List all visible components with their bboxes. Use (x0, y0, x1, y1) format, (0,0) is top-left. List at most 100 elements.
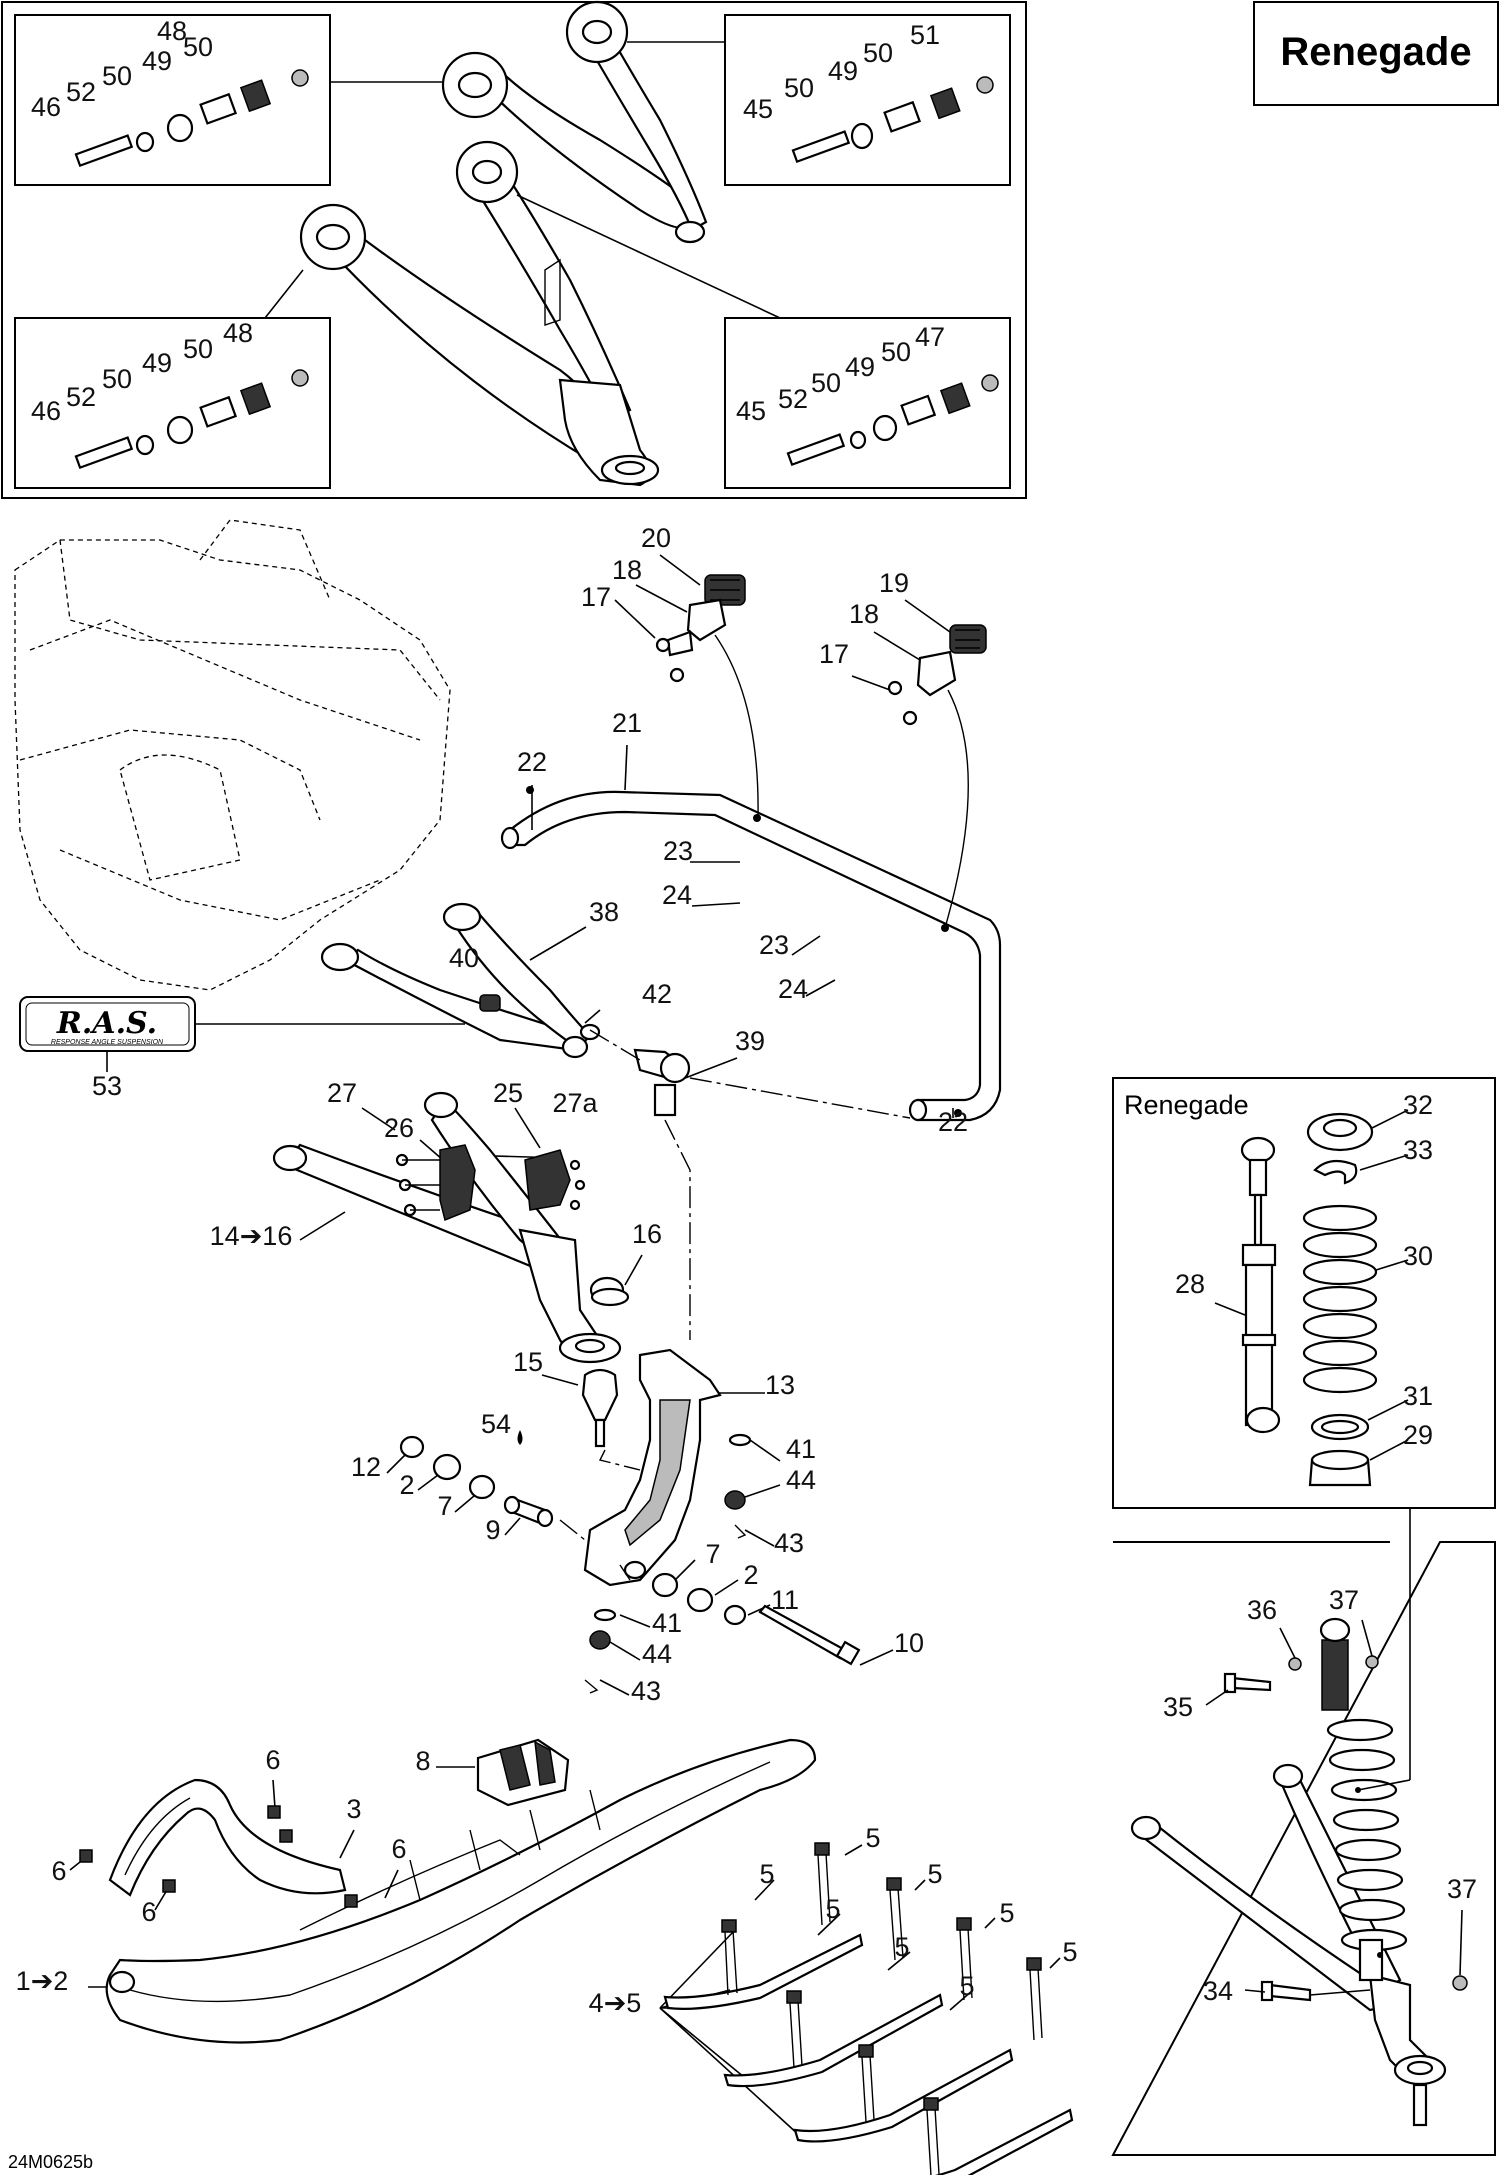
callout-c4: 4➔5 (589, 1988, 642, 2018)
ski-1 (105, 1738, 817, 2044)
callout-c18a: 18 (612, 555, 642, 585)
callout-c42: 42 (642, 979, 672, 1009)
ski-pivot-hardware-left (399, 1430, 554, 1528)
callout-c27: 27 (327, 1078, 357, 1108)
shock-installation-panel (1111, 1541, 1496, 2156)
callout-c44b: 44 (642, 1639, 672, 1669)
lower-a-arm-14-16 (272, 1091, 625, 1364)
callout-c18b: 18 (849, 599, 879, 629)
callout-c6b: 6 (391, 1834, 406, 1864)
callout-c23b: 23 (759, 930, 789, 960)
installed-spring (1326, 1718, 1408, 1952)
callout-c5g: 5 (1062, 1937, 1077, 1967)
callout-c47: 47 (915, 322, 945, 352)
bracket-25 (524, 1149, 586, 1211)
callout-c50g: 50 (881, 337, 911, 367)
callout-c43b: 43 (631, 1676, 661, 1706)
callout-c5c: 5 (927, 1859, 942, 1889)
callout-c5d: 5 (825, 1894, 840, 1924)
callout-c33: 33 (1403, 1135, 1433, 1165)
chassis-frame-outline (14, 519, 451, 991)
callout-c23a: 23 (663, 836, 693, 866)
drawing-code: 24M0625b (8, 2152, 93, 2172)
callout-c44a: 44 (786, 1465, 816, 1495)
coil-spring-30 (1302, 1204, 1378, 1394)
callout-c53: 53 (92, 1071, 122, 1101)
callout-c50a: 50 (183, 32, 213, 62)
callout-c39: 39 (735, 1026, 765, 1056)
bushing-stack-bottom-left (74, 369, 309, 470)
callout-c32: 32 (1403, 1090, 1433, 1120)
callout-c49d: 49 (845, 352, 875, 382)
spindle-13 (583, 1348, 722, 1587)
callout-c2a: 2 (399, 1470, 414, 1500)
callout-c29: 29 (1403, 1420, 1433, 1450)
callout-c45a: 45 (743, 94, 773, 124)
callout-c48a: 48 (157, 16, 187, 46)
callout-c28: 28 (1175, 1269, 1205, 1299)
callout-c1: 1➔2 (16, 1966, 69, 1996)
ras-logo: R.A.S. RESPONSE ANGLE SUSPENSION (19, 996, 196, 1052)
lubricant-drop-icon (517, 1430, 523, 1445)
ski-pivot-hardware-right (584, 1433, 861, 1694)
callout-c35: 35 (1163, 1692, 1193, 1722)
shock-fasteners (1205, 1619, 1468, 2002)
callout-c17a: 17 (581, 582, 611, 612)
callout-c26: 26 (384, 1113, 414, 1143)
callout-c50e: 50 (183, 334, 213, 364)
callout-c5a: 5 (865, 1823, 880, 1853)
callout-c15: 15 (513, 1347, 543, 1377)
callout-c37b: 37 (1447, 1874, 1477, 1904)
callout-c50b: 50 (102, 61, 132, 91)
callout-c41a: 41 (786, 1434, 816, 1464)
callout-c40: 40 (449, 943, 479, 973)
callout-c27a: 27a (552, 1088, 598, 1118)
callout-c49a: 49 (142, 46, 172, 76)
callout-c6d: 6 (141, 1897, 156, 1927)
callout-c5e: 5 (999, 1898, 1014, 1928)
ras-logo-caption: RESPONSE ANGLE SUSPENSION (51, 1039, 164, 1046)
retainer-33 (1313, 1159, 1358, 1185)
bushing-stack-top-left (74, 69, 309, 168)
upper-a-arm-drawing (330, 0, 725, 244)
callout-c41b: 41 (652, 1608, 682, 1638)
callout-c45b: 45 (736, 396, 766, 426)
assembly-axis-lines (559, 1029, 911, 1581)
callout-c24a: 24 (662, 880, 692, 910)
callout-c49b: 49 (828, 56, 858, 86)
callout-c22b: 22 (938, 1107, 968, 1137)
callout-c50c: 50 (863, 38, 893, 68)
callout-c11: 11 (771, 1585, 799, 1615)
runner-studs (721, 1842, 1043, 2175)
callout-c30: 30 (1403, 1241, 1433, 1271)
callout-c6c: 6 (51, 1856, 66, 1886)
a-arm-detail-frame (1, 0, 1027, 499)
sway-bar-bushing-left (614, 554, 746, 683)
callout-c17b: 17 (819, 639, 849, 669)
header-title-box: Renegade (1253, 1, 1499, 106)
sway-bar-bushing-right (851, 599, 987, 726)
ras-logo-text: R.A.S. (56, 1006, 157, 1041)
callout-c14: 14➔16 (210, 1221, 293, 1251)
shock-absorber-28 (1214, 1136, 1281, 1434)
callout-c22a: 22 (517, 747, 547, 777)
callout-c5b: 5 (759, 1859, 774, 1889)
callout-c6a: 6 (265, 1745, 280, 1775)
callout-c48b: 48 (223, 318, 253, 348)
shock-panel-title: Renegade (1124, 1090, 1249, 1120)
callout-c50h: 50 (811, 368, 841, 398)
callout-c38: 38 (589, 897, 619, 927)
callout-c10: 10 (894, 1628, 924, 1658)
callout-c19: 19 (879, 568, 909, 598)
callout-c25: 25 (493, 1078, 523, 1108)
bushing-inset-top-right (724, 14, 1011, 186)
shock-absorber-panel: Renegade (1112, 1077, 1496, 1542)
callout-c52c: 52 (778, 384, 808, 414)
callout-c7a: 7 (437, 1491, 452, 1521)
callout-c46b: 46 (31, 396, 61, 426)
installed-suspension-drawing (1130, 1542, 1447, 2127)
callout-c52a: 52 (66, 77, 96, 107)
bushing-inset-top-left (14, 14, 331, 186)
callout-c31: 31 (1403, 1381, 1433, 1411)
